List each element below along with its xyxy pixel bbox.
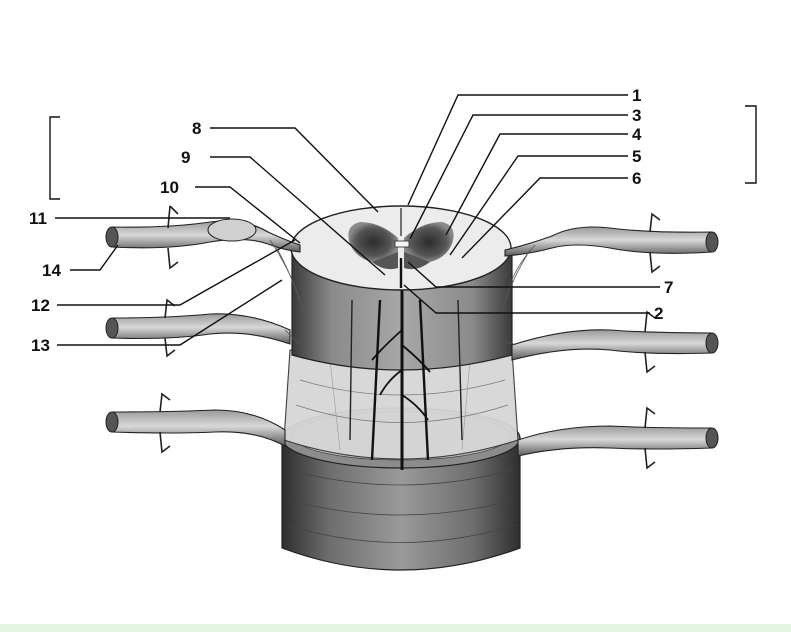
label-12: 12	[31, 296, 50, 315]
central-canal	[394, 240, 410, 248]
leader-lines	[55, 94, 660, 346]
label-11: 11	[29, 209, 47, 228]
label-2: 2	[654, 304, 663, 323]
label-4: 4	[632, 125, 642, 144]
left-bracket	[49, 116, 60, 200]
label-14: 14	[42, 261, 61, 280]
label-3: 3	[632, 106, 641, 125]
spinal-nerves	[105, 205, 719, 470]
label-13: 13	[31, 336, 50, 355]
label-6: 6	[632, 169, 641, 188]
right-bracket	[745, 105, 757, 184]
label-9: 9	[181, 148, 190, 167]
footer-strip	[0, 624, 791, 632]
label-1: 1	[632, 86, 641, 105]
label-10: 10	[160, 178, 179, 197]
spinal-ganglion-left	[207, 218, 257, 242]
label-7: 7	[664, 278, 673, 297]
grey-matter	[348, 222, 398, 262]
label-5: 5	[632, 147, 641, 166]
label-8: 8	[192, 119, 201, 138]
cord-cross-section	[290, 205, 512, 291]
